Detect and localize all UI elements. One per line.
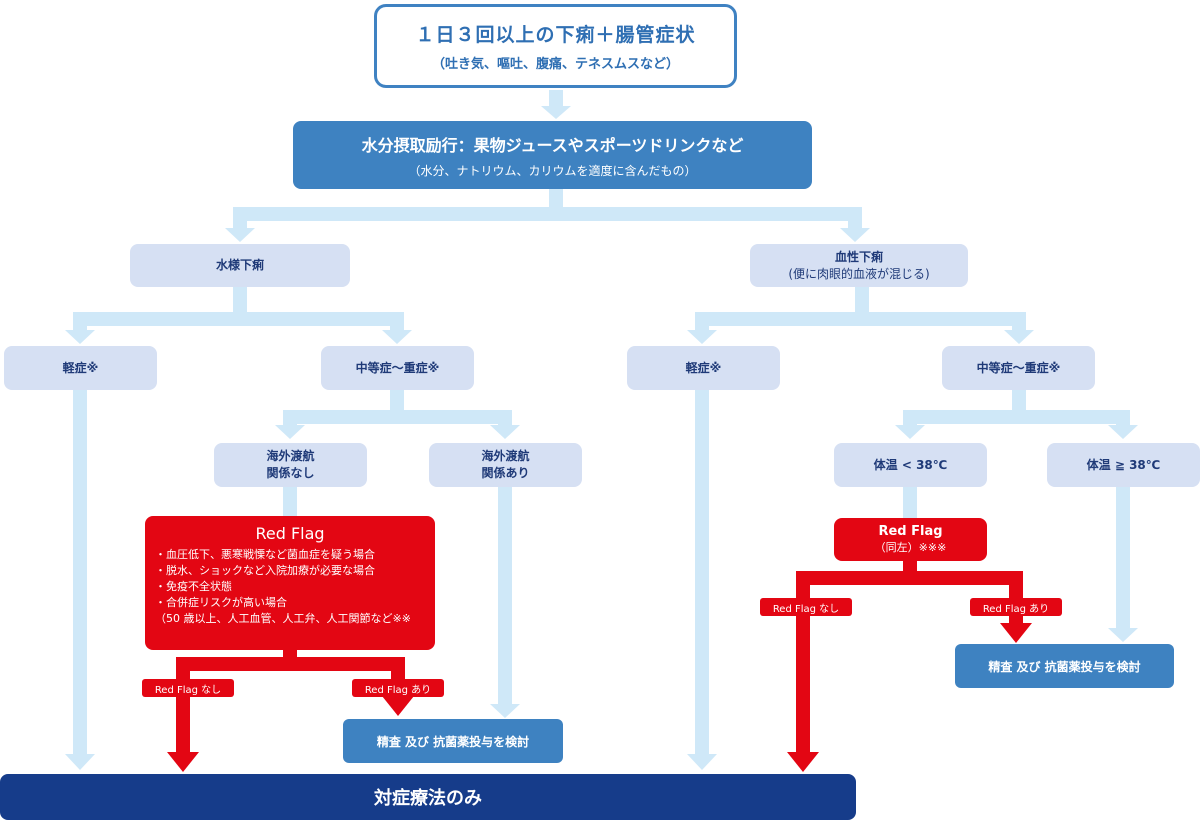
red-flag-left-title: Red Flag: [255, 524, 325, 543]
temp-high-box: 体温 ≧ 38℃: [1047, 443, 1200, 487]
travel-yes-line2: 関係あり: [481, 466, 530, 480]
bloody-diarrhea-label: 血性下痢: [834, 249, 883, 264]
red-flag-left-box: Red Flag ・血圧低下、悪寒戦慄など菌血症を疑う場合 ・脱水、ショックなど…: [145, 516, 435, 650]
exam-antibiotic-right-label: 精査 及び 抗菌薬投与を検討: [988, 659, 1141, 674]
watery-diarrhea-box: 水様下痢: [130, 244, 350, 287]
red-flag-none-tag-left: Red Flag なし: [142, 679, 234, 697]
red-flag-left-item: （50 歳以上、人工血管、人工弁、人工関節など※※: [155, 612, 411, 625]
red-flag-none-tag-right: Red Flag なし: [760, 598, 852, 616]
red-flag-right-title: Red Flag: [878, 524, 943, 539]
travel-no-box: 海外渡航 関係なし: [214, 443, 367, 487]
bloody-diarrhea-sub: (便に肉眼的血液が混じる): [788, 266, 930, 281]
hydration-box: 水分摂取励行：果物ジュースやスポーツドリンクなど （水分、ナトリウム、カリウムを…: [293, 121, 812, 189]
red-flag-left-item: ・合併症リスクが高い場合: [155, 596, 287, 609]
red-flag-right-box: Red Flag （同左）※※※: [834, 518, 987, 561]
bloody-diarrhea-box: 血性下痢 (便に肉眼的血液が混じる): [750, 244, 968, 287]
watery-diarrhea-label: 水様下痢: [215, 258, 264, 272]
red-flag-left-item: ・血圧低下、悪寒戦慄など菌血症を疑う場合: [155, 548, 375, 561]
temp-high-label: 体温 ≧ 38℃: [1086, 457, 1161, 472]
travel-yes-line1: 海外渡航: [481, 449, 530, 463]
severe-right-box: 中等症〜重症※: [942, 346, 1095, 390]
temp-low-label: 体温 < 38℃: [873, 457, 948, 472]
red-flag-left-item: ・免疫不全状態: [155, 580, 232, 593]
severe-right-label: 中等症〜重症※: [976, 360, 1061, 375]
hydration-sub: （水分、ナトリウム、カリウムを適度に含んだもの）: [408, 163, 697, 178]
top-symptom-sub: （吐き気、嘔吐、腹痛、テネスムスなど）: [431, 57, 679, 72]
red-flag-left-list: ・血圧低下、悪寒戦慄など菌血症を疑う場合 ・脱水、ショックなど入院加療が必要な場…: [145, 547, 411, 627]
hydration-title: 水分摂取励行：果物ジュースやスポーツドリンクなど: [361, 135, 744, 155]
severe-left-box: 中等症〜重症※: [321, 346, 474, 390]
temp-low-box: 体温 < 38℃: [834, 443, 987, 487]
mild-right-box: 軽症※: [627, 346, 780, 390]
mild-left-label: 軽症※: [62, 360, 99, 375]
top-symptom-title: １日３回以上の下痢＋腸管症状: [415, 24, 696, 46]
travel-yes-box: 海外渡航 関係あり: [429, 443, 582, 487]
red-flag-left-item: ・脱水、ショックなど入院加療が必要な場合: [155, 564, 375, 577]
exam-antibiotic-left-box: 精査 及び 抗菌薬投与を検討: [343, 719, 563, 763]
travel-no-line1: 海外渡航: [266, 449, 315, 463]
mild-left-box: 軽症※: [4, 346, 157, 390]
symptomatic-treatment-label: 対症療法のみ: [374, 788, 482, 809]
red-flag-right-sub: （同左）※※※: [874, 541, 947, 554]
symptomatic-treatment-box: 対症療法のみ: [0, 774, 856, 820]
mild-right-label: 軽症※: [685, 360, 722, 375]
red-flag-yes-tag-right: Red Flag あり: [970, 598, 1062, 616]
severe-left-label: 中等症〜重症※: [355, 360, 440, 375]
exam-antibiotic-right-box: 精査 及び 抗菌薬投与を検討: [955, 644, 1174, 688]
red-flag-yes-tag-left: Red Flag あり: [352, 679, 444, 697]
top-symptom-box: １日３回以上の下痢＋腸管症状 （吐き気、嘔吐、腹痛、テネスムスなど）: [374, 4, 737, 88]
exam-antibiotic-left-label: 精査 及び 抗菌薬投与を検討: [376, 734, 530, 749]
travel-no-line2: 関係なし: [266, 466, 315, 480]
